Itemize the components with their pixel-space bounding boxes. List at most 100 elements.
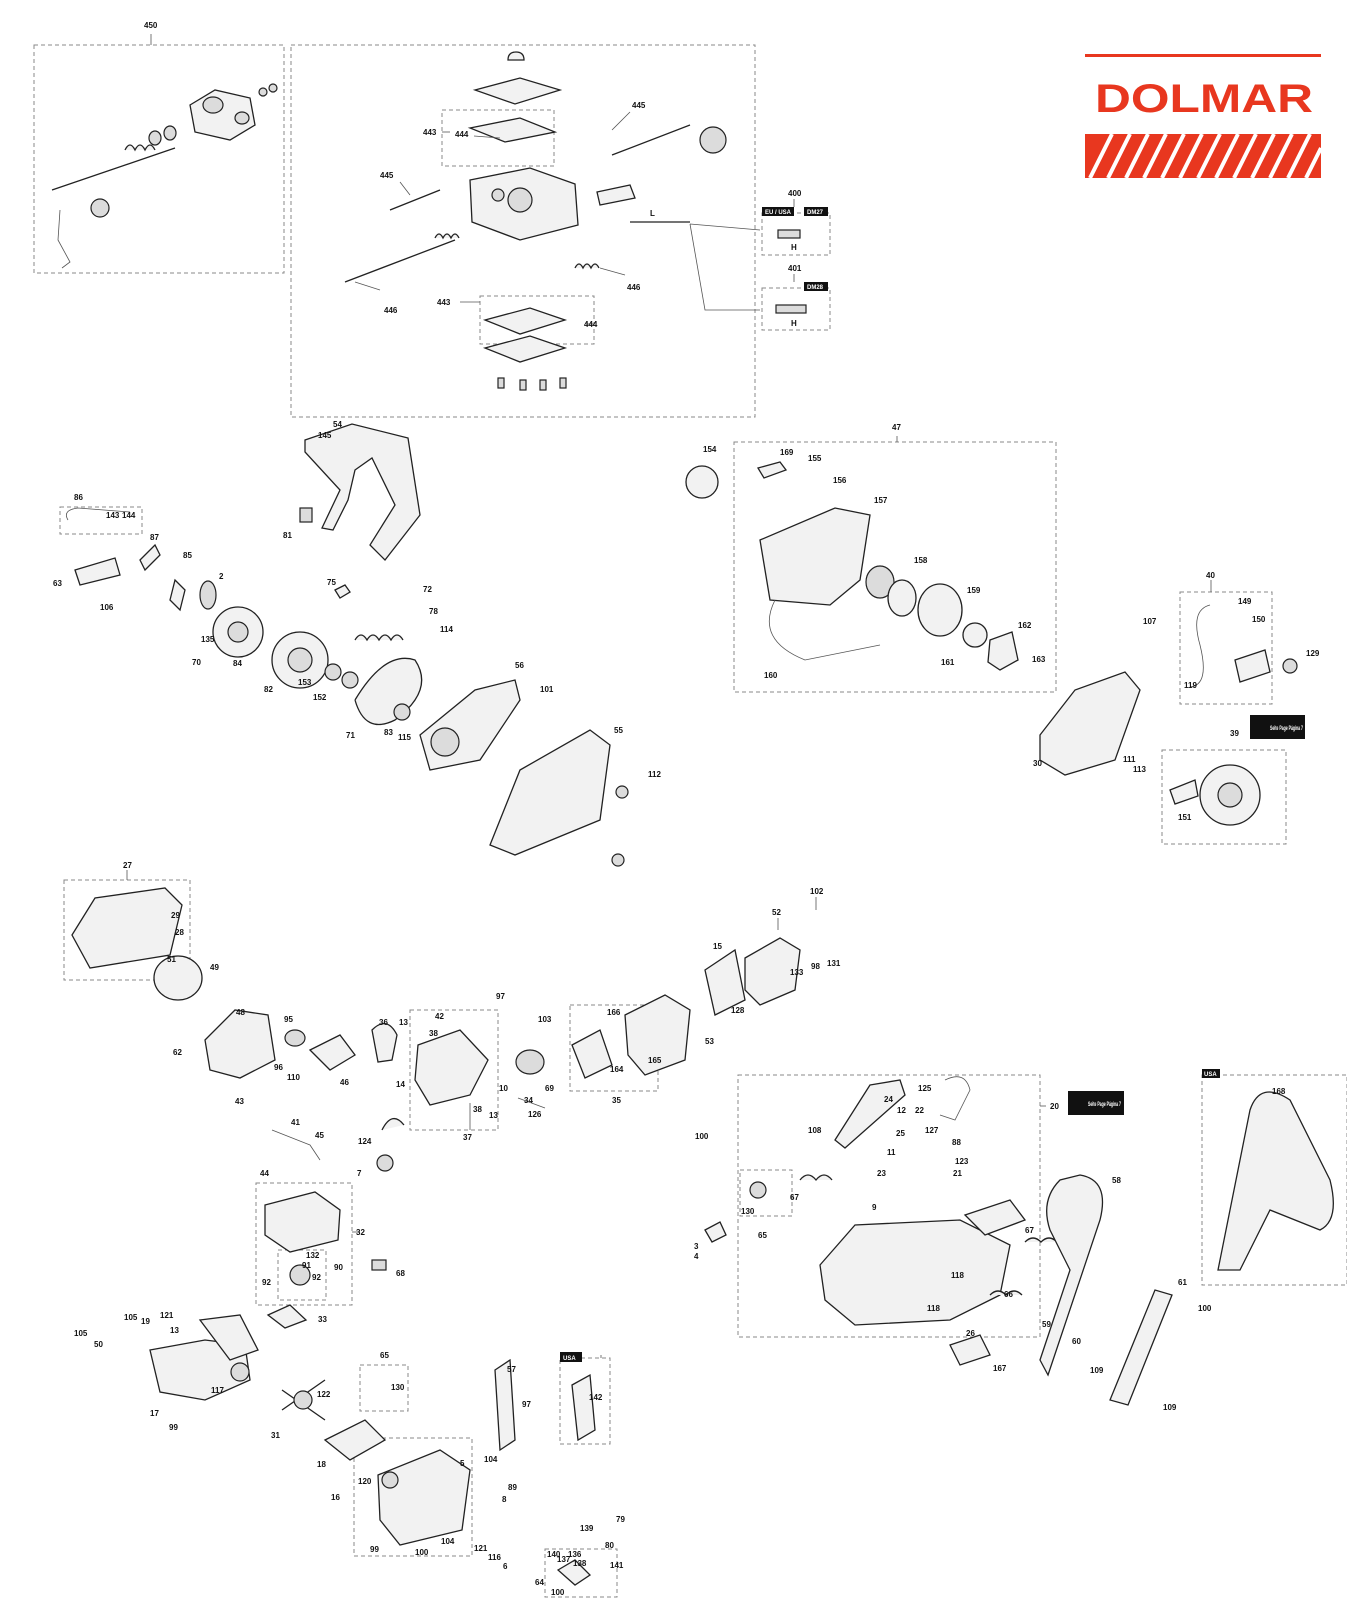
callout-50: 50 xyxy=(94,1340,103,1349)
callout-65: 65 xyxy=(758,1231,767,1240)
callout-128: 128 xyxy=(731,1006,745,1015)
callout-78: 78 xyxy=(429,607,438,616)
callout-2: 2 xyxy=(219,572,224,581)
callout-34: 34 xyxy=(524,1096,533,1105)
tag-dm28: DM28 xyxy=(807,285,824,291)
callout-123: 123 xyxy=(955,1157,969,1166)
callout-47: 47 xyxy=(892,423,901,432)
callout-95: 95 xyxy=(284,1015,293,1024)
callout-144: 144 xyxy=(122,511,136,520)
callout-82: 82 xyxy=(264,685,273,694)
callout-37: 37 xyxy=(463,1133,472,1142)
callout-122: 122 xyxy=(317,1390,331,1399)
callout-103: 103 xyxy=(538,1015,552,1024)
group-boxes xyxy=(33,44,1347,1598)
callout-443: 443 xyxy=(437,298,451,307)
callout-140: 140 xyxy=(547,1550,561,1559)
callout-102: 102 xyxy=(810,887,824,896)
callout-38: 38 xyxy=(473,1105,482,1114)
callout-49: 49 xyxy=(210,963,219,972)
callout-33: 33 xyxy=(318,1315,327,1324)
callout-116: 116 xyxy=(488,1553,501,1562)
callout-445: 445 xyxy=(632,101,646,110)
callout-157: 157 xyxy=(874,496,888,505)
callout-13: 13 xyxy=(489,1111,498,1120)
callout-67: 67 xyxy=(1025,1226,1034,1235)
callout-121: 121 xyxy=(160,1311,174,1320)
callout-67: 67 xyxy=(790,1193,799,1202)
callout-155: 155 xyxy=(808,454,822,463)
model-tags: EU / USA DM27 DM28 USA USA Seite Page Pá… xyxy=(560,207,1305,1362)
callout-120: 120 xyxy=(358,1477,372,1486)
callout-111: 111 xyxy=(1123,755,1136,764)
callout-107: 107 xyxy=(1143,617,1157,626)
callout-98: 98 xyxy=(811,962,820,971)
callout-109: 109 xyxy=(1090,1366,1104,1375)
callout-153: 153 xyxy=(298,678,312,687)
callout-115: 115 xyxy=(398,733,411,742)
callout-19: 19 xyxy=(141,1317,150,1326)
callout-446: 446 xyxy=(627,283,641,292)
callout-164: 164 xyxy=(610,1065,624,1074)
callout-l: L xyxy=(650,209,655,218)
leader-lines xyxy=(126,34,1212,1358)
callout-124: 124 xyxy=(358,1137,372,1146)
callout-151: 151 xyxy=(1178,813,1192,822)
callout-100: 100 xyxy=(695,1132,709,1141)
callout-35: 35 xyxy=(612,1096,621,1105)
callout-21: 21 xyxy=(953,1169,962,1178)
callout-52: 52 xyxy=(772,908,781,917)
callout-165: 165 xyxy=(648,1056,662,1065)
callout-54: 54 xyxy=(333,420,342,429)
callout-130: 130 xyxy=(741,1207,755,1216)
callout-45: 45 xyxy=(315,1131,324,1140)
callout-110: 110 xyxy=(287,1073,300,1082)
callout-118: 118 xyxy=(951,1271,964,1280)
callout-4: 4 xyxy=(694,1252,699,1261)
callout-62: 62 xyxy=(173,1048,182,1057)
callout-46: 46 xyxy=(340,1078,349,1087)
callout-8: 8 xyxy=(502,1495,507,1504)
callout-166: 166 xyxy=(607,1008,621,1017)
callout-84: 84 xyxy=(233,659,242,668)
logo-stripes-icon xyxy=(1085,133,1323,179)
callout-149: 149 xyxy=(1238,597,1252,606)
callout-44: 44 xyxy=(260,1169,269,1178)
callout-160: 160 xyxy=(764,671,778,680)
callout-86: 86 xyxy=(74,493,83,502)
callout-63: 63 xyxy=(53,579,62,588)
tag-usa-handle: USA xyxy=(1204,1072,1217,1078)
callout-106: 106 xyxy=(100,603,114,612)
callout-138: 138 xyxy=(573,1559,587,1568)
callout-92: 92 xyxy=(262,1278,271,1287)
callout-130: 130 xyxy=(391,1383,405,1392)
callout-99: 99 xyxy=(370,1545,379,1554)
callout-90: 90 xyxy=(334,1263,343,1272)
callout-26: 26 xyxy=(966,1329,975,1338)
callout-139: 139 xyxy=(580,1524,594,1533)
callout-162: 162 xyxy=(1018,621,1032,630)
callout-22: 22 xyxy=(915,1106,924,1115)
callout-89: 89 xyxy=(508,1483,517,1492)
callout-40: 40 xyxy=(1206,571,1215,580)
callout-7: 7 xyxy=(357,1169,362,1178)
callout-159: 159 xyxy=(967,586,981,595)
callout-156: 156 xyxy=(833,476,847,485)
callout-100: 100 xyxy=(415,1548,429,1557)
callout-3: 3 xyxy=(694,1242,699,1251)
callout-68: 68 xyxy=(396,1269,405,1278)
callout-100: 100 xyxy=(551,1588,565,1597)
callout-169: 169 xyxy=(780,448,794,457)
callout-444: 444 xyxy=(455,130,469,139)
callout-445: 445 xyxy=(380,171,394,180)
callout-61: 61 xyxy=(1178,1278,1187,1287)
logo-wordmark: DOLMAR xyxy=(1095,77,1313,121)
callout-5: 5 xyxy=(460,1459,465,1468)
callout-71: 71 xyxy=(346,731,355,740)
callout-6: 6 xyxy=(503,1562,508,1571)
callout-168: 168 xyxy=(1272,1087,1286,1096)
callout-16: 16 xyxy=(331,1493,340,1502)
callout-39: 39 xyxy=(1230,729,1239,738)
callout-17: 17 xyxy=(150,1409,159,1418)
